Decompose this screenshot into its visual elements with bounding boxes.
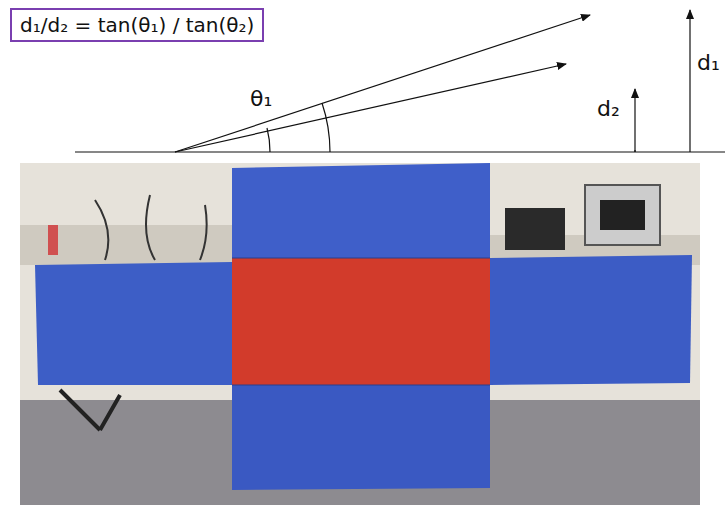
distance-label: d₁ xyxy=(697,50,720,75)
distance-label: d₂ xyxy=(597,96,620,121)
photo xyxy=(20,163,700,505)
formula-box: d₁/d₂ = tan(θ₁) / tan(θ₂) xyxy=(10,8,264,42)
angle-label: θ₁ xyxy=(250,86,272,111)
formula-text: d₁/d₂ = tan(θ₁) / tan(θ₂) xyxy=(20,13,254,37)
